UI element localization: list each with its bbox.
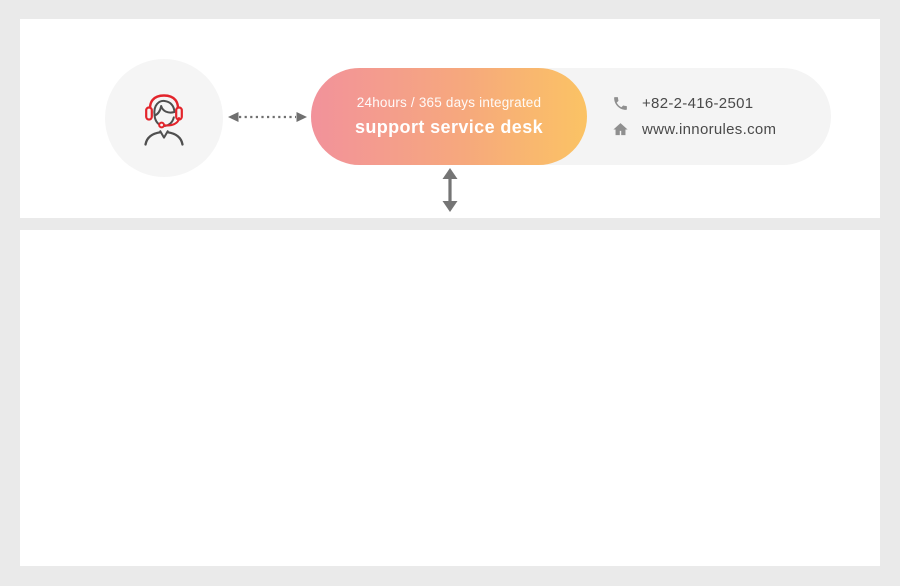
support-banner-panel: 24hours / 365 days integrated support se… bbox=[20, 19, 880, 218]
contact-info: +82-2-416-2501 www.innorules.com bbox=[612, 68, 776, 165]
phone-row: +82-2-416-2501 bbox=[612, 95, 776, 112]
service-desk-title: support service desk bbox=[354, 117, 544, 137]
service-desk-pill: 24hours / 365 days integrated support se… bbox=[311, 68, 587, 165]
support-agent-avatar bbox=[105, 59, 223, 177]
support-agent-icon bbox=[144, 94, 184, 146]
phone-number: +82-2-416-2501 bbox=[642, 95, 754, 112]
home-icon bbox=[613, 123, 628, 136]
horizontal-double-arrow-icon bbox=[228, 112, 307, 122]
website-link[interactable]: www.innorules.com bbox=[642, 121, 777, 138]
phone-icon bbox=[614, 97, 627, 110]
contact-pill: 24hours / 365 days integrated support se… bbox=[311, 68, 831, 165]
content-panel bbox=[20, 230, 880, 566]
website-row: www.innorules.com bbox=[612, 121, 776, 138]
service-desk-tagline: 24hours / 365 days integrated bbox=[356, 95, 542, 110]
vertical-double-arrow-icon bbox=[442, 168, 458, 212]
